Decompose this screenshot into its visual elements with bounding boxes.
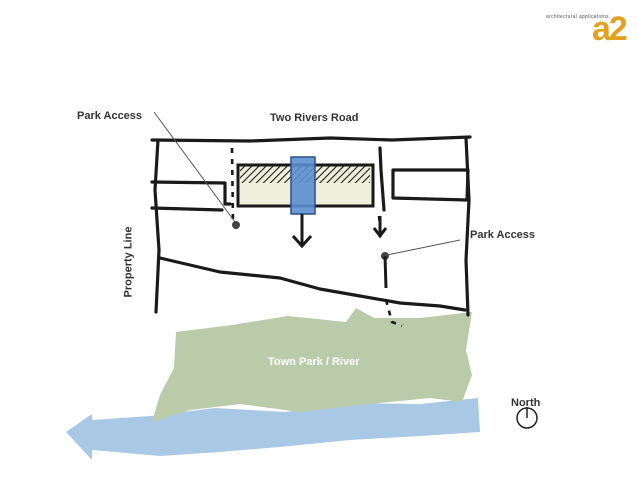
- town-park-area: [152, 308, 472, 422]
- logo-tagline: architectural applications: [546, 14, 609, 20]
- road-line-upper: [150, 180, 232, 206]
- park-access-right-label: Park Access: [470, 229, 536, 241]
- access-line-right: [383, 255, 388, 289]
- a2-logo: a2: [592, 10, 628, 48]
- site-sketch-lines: [150, 135, 472, 317]
- road-edge-north: [150, 135, 472, 143]
- property-line: [153, 138, 161, 314]
- river: [66, 398, 480, 460]
- north-label: North: [511, 397, 541, 409]
- mid-divider: [378, 146, 386, 212]
- road-label: Two Rivers Road: [270, 112, 359, 124]
- park-access-left-label: Park Access: [77, 110, 143, 122]
- property-line-label: Property Line: [122, 226, 135, 298]
- east-edge: [464, 136, 471, 317]
- access-point-left: [232, 221, 240, 229]
- road-line-lower: [150, 206, 224, 212]
- leader-lines: [153, 111, 461, 256]
- town-park-label: Town Park / River: [268, 356, 360, 368]
- river-bank-line: [158, 256, 467, 312]
- east-block: [391, 168, 470, 202]
- building-core-blue: [290, 156, 316, 215]
- flow-arrows: [291, 214, 388, 249]
